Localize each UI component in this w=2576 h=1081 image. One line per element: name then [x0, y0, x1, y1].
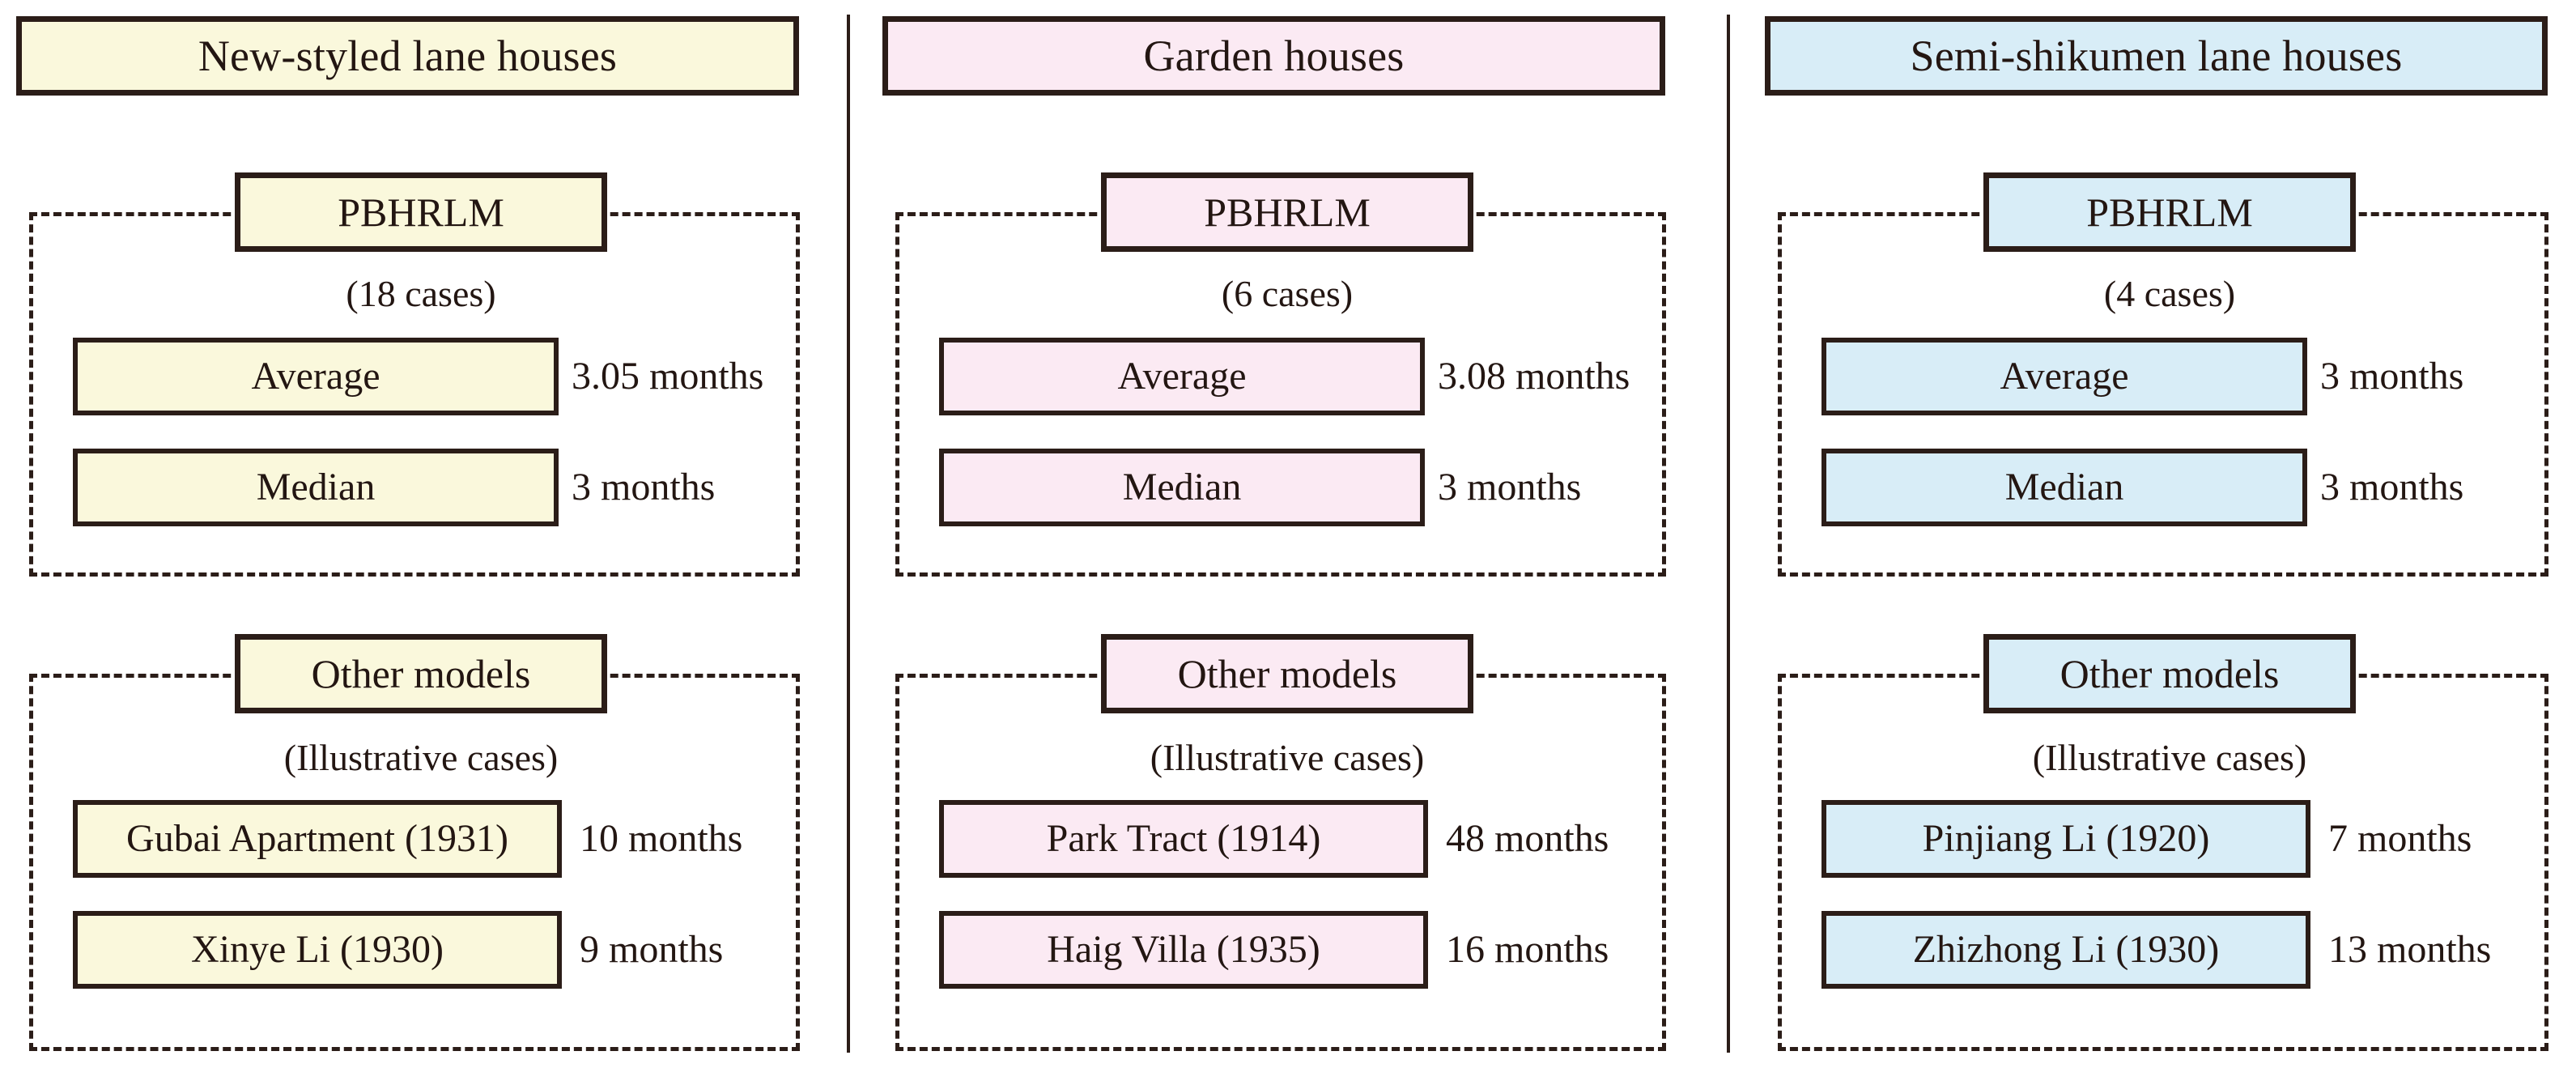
- case-label-2: Xinye Li (1930): [73, 911, 562, 989]
- case-row-1: Gubai Apartment (1931) 10 months: [8, 800, 826, 878]
- metric-row-average: Average 3 months: [1757, 338, 2574, 415]
- case-value-2: 9 months: [580, 928, 724, 971]
- case-value-1: 7 months: [2328, 817, 2472, 860]
- metric-value-median: 3 months: [2320, 466, 2464, 509]
- node-other-models: Other models: [1101, 634, 1473, 713]
- metric-row-median: Median 3 months: [8, 449, 826, 526]
- column-title-banner: Garden houses: [882, 16, 1665, 96]
- metric-value-median: 3 months: [572, 466, 716, 509]
- metric-row-median: Median 3 months: [1757, 449, 2574, 526]
- case-row-2: Zhizhong Li (1930) 13 months: [1757, 911, 2574, 989]
- metric-value-median: 3 months: [1438, 466, 1582, 509]
- illustrative-cases-caption: (Illustrative cases): [283, 737, 559, 778]
- case-row-1: Pinjiang Li (1920) 7 months: [1757, 800, 2574, 878]
- column-divider-1: [847, 15, 850, 1053]
- column-title-banner: New-styled lane houses: [16, 16, 799, 96]
- column-semi-shikumen-lane-houses: Semi-shikumen lane houses PBHRLM (4 case…: [1757, 0, 2574, 1081]
- node-pbhrlm: PBHRLM: [1101, 172, 1473, 252]
- node-pbhrlm: PBHRLM: [1983, 172, 2356, 252]
- case-row-1: Park Tract (1914) 48 months: [874, 800, 1692, 878]
- metric-label-median: Median: [1821, 449, 2307, 526]
- node-other-models: Other models: [1983, 634, 2356, 713]
- column-new-styled-lane-houses: New-styled lane houses PBHRLM (18 cases)…: [8, 0, 826, 1081]
- metric-label-average: Average: [73, 338, 559, 415]
- cases-caption: (6 cases): [1221, 273, 1354, 314]
- case-label-1: Park Tract (1914): [939, 800, 1428, 878]
- case-label-2: Zhizhong Li (1930): [1821, 911, 2310, 989]
- column-title-banner: Semi-shikumen lane houses: [1765, 16, 2548, 96]
- case-label-1: Gubai Apartment (1931): [73, 800, 562, 878]
- case-row-2: Haig Villa (1935) 16 months: [874, 911, 1692, 989]
- cases-caption: (4 cases): [2103, 273, 2236, 314]
- case-row-2: Xinye Li (1930) 9 months: [8, 911, 826, 989]
- metric-label-median: Median: [939, 449, 1425, 526]
- case-value-2: 16 months: [1446, 928, 1609, 971]
- metric-value-average: 3 months: [2320, 355, 2464, 398]
- column-garden-houses: Garden houses PBHRLM (6 cases) Average 3…: [874, 0, 1692, 1081]
- column-divider-2: [1727, 15, 1730, 1053]
- metric-row-average: Average 3.08 months: [874, 338, 1692, 415]
- metric-label-average: Average: [939, 338, 1425, 415]
- illustrative-cases-caption: (Illustrative cases): [1150, 737, 1425, 778]
- metric-value-average: 3.08 months: [1438, 355, 1630, 398]
- metric-label-average: Average: [1821, 338, 2307, 415]
- node-pbhrlm: PBHRLM: [235, 172, 607, 252]
- case-label-2: Haig Villa (1935): [939, 911, 1428, 989]
- case-value-1: 10 months: [580, 817, 743, 860]
- metric-row-median: Median 3 months: [874, 449, 1692, 526]
- metric-label-median: Median: [73, 449, 559, 526]
- metric-value-average: 3.05 months: [572, 355, 764, 398]
- case-label-1: Pinjiang Li (1920): [1821, 800, 2310, 878]
- cases-caption: (18 cases): [346, 273, 496, 314]
- case-value-1: 48 months: [1446, 817, 1609, 860]
- illustrative-cases-caption: (Illustrative cases): [2032, 737, 2307, 778]
- node-other-models: Other models: [235, 634, 607, 713]
- metric-row-average: Average 3.05 months: [8, 338, 826, 415]
- case-value-2: 13 months: [2328, 928, 2492, 971]
